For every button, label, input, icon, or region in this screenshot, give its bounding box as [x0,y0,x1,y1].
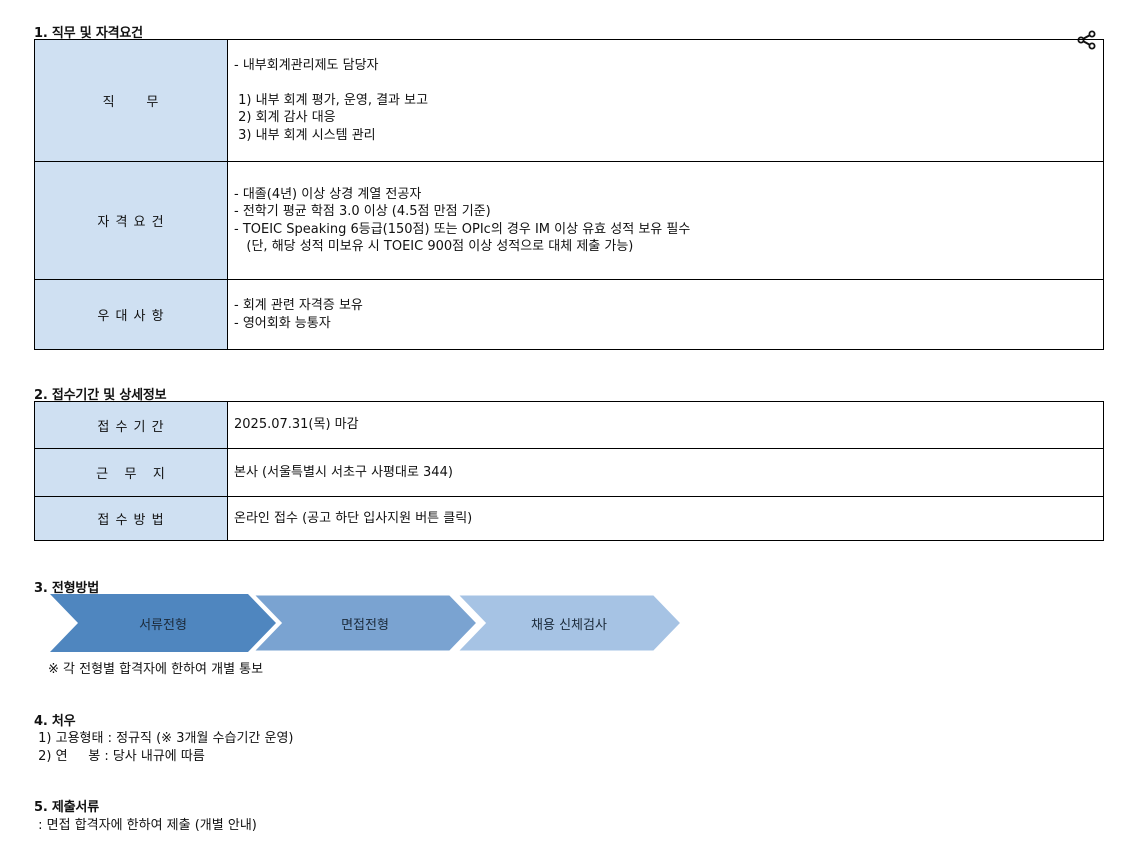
table-row: 자 격 요 건 - 대졸(4년) 이상 상경 계열 전공자 - 전학기 평균 학… [34,161,1104,280]
process-note: ※ 각 전형별 합격자에 한하여 개별 통보 [48,662,264,677]
text-line: - 영어회화 능통자 [234,315,331,331]
label-duty: 직 무 [34,39,228,162]
label-location: 근 무 지 [34,448,228,497]
text-line: 2) 회계 감사 대응 [234,110,336,125]
application-info-table: 접 수 기 간 2025.07.31(목) 마감 근 무 지 본사 (서울특별시… [34,401,1104,541]
label-qualification: 자 격 요 건 [34,161,228,280]
spacer [234,75,1103,92]
text-line: - 회계 관련 자격증 보유 [234,298,363,313]
process-step-interview: 면접전형 [252,594,478,652]
value-qualification: - 대졸(4년) 이상 상경 계열 전공자 - 전학기 평균 학점 3.0 이상… [227,161,1104,280]
text-line: - 대졸(4년) 이상 상경 계열 전공자 [234,186,422,202]
section-title-application: 2. 접수기간 및 상세정보 [34,388,167,403]
text-line: - TOEIC Speaking 6등급(150점) 또는 OPIc의 경우 I… [234,221,691,237]
section-title-benefits: 4. 처우 [34,714,76,729]
text-line: - 내부회계관리제도 담당자 [234,58,379,73]
job-qualification-table: 직 무 - 내부회계관리제도 담당자 1) 내부 회계 평가, 운영, 결과 보… [34,39,1104,350]
value-location: 본사 (서울특별시 서초구 사평대로 344) [227,448,1104,497]
label-method: 접 수 방 법 [34,496,228,541]
value-method: 온라인 접수 (공고 하단 입사지원 버튼 클릭) [227,496,1104,541]
text-line: 1) 내부 회계 평가, 운영, 결과 보고 [234,92,429,108]
value-preference: - 회계 관련 자격증 보유 - 영어회화 능통자 [227,279,1104,350]
text-line: (단, 해당 성적 미보유 시 TOEIC 900점 이상 성적으로 대체 제출… [234,239,634,254]
section-title-documents: 5. 제출서류 [34,800,99,815]
table-row: 접 수 기 간 2025.07.31(목) 마감 [34,401,1104,449]
benefit-employment-type: 1) 고용형태 : 정규직 (※ 3개월 수습기간 운영) [34,731,294,746]
table-row: 근 무 지 본사 (서울특별시 서초구 사평대로 344) [34,448,1104,497]
text-line: 3) 내부 회계 시스템 관리 [234,127,376,143]
process-step-document: 서류전형 [50,594,276,652]
documents-note: : 면접 합격자에 한하여 제출 (개별 안내) [34,818,257,833]
value-duty: - 내부회계관리제도 담당자 1) 내부 회계 평가, 운영, 결과 보고 2)… [227,39,1104,162]
value-period: 2025.07.31(목) 마감 [227,401,1104,449]
table-row: 우 대 사 항 - 회계 관련 자격증 보유 - 영어회화 능통자 [34,279,1104,350]
label-period: 접 수 기 간 [34,401,228,449]
table-row: 접 수 방 법 온라인 접수 (공고 하단 입사지원 버튼 클릭) [34,496,1104,541]
process-flow: 서류전형 면접전형 채용 신체검사 [48,594,688,652]
text-line: - 전학기 평균 학점 3.0 이상 (4.5점 만점 기준) [234,204,491,219]
label-preference: 우 대 사 항 [34,279,228,350]
benefit-salary: 2) 연 봉 : 당사 내규에 따름 [34,749,205,764]
table-row: 직 무 - 내부회계관리제도 담당자 1) 내부 회계 평가, 운영, 결과 보… [34,39,1104,162]
section-title-job: 1. 직무 및 자격요건 [34,26,143,41]
section-title-process: 3. 전형방법 [34,581,99,596]
step-label: 서류전형 [139,617,187,633]
process-step-medical: 채용 신체검사 [456,594,682,652]
step-label: 채용 신체검사 [531,617,607,633]
step-label: 면접전형 [341,617,389,633]
